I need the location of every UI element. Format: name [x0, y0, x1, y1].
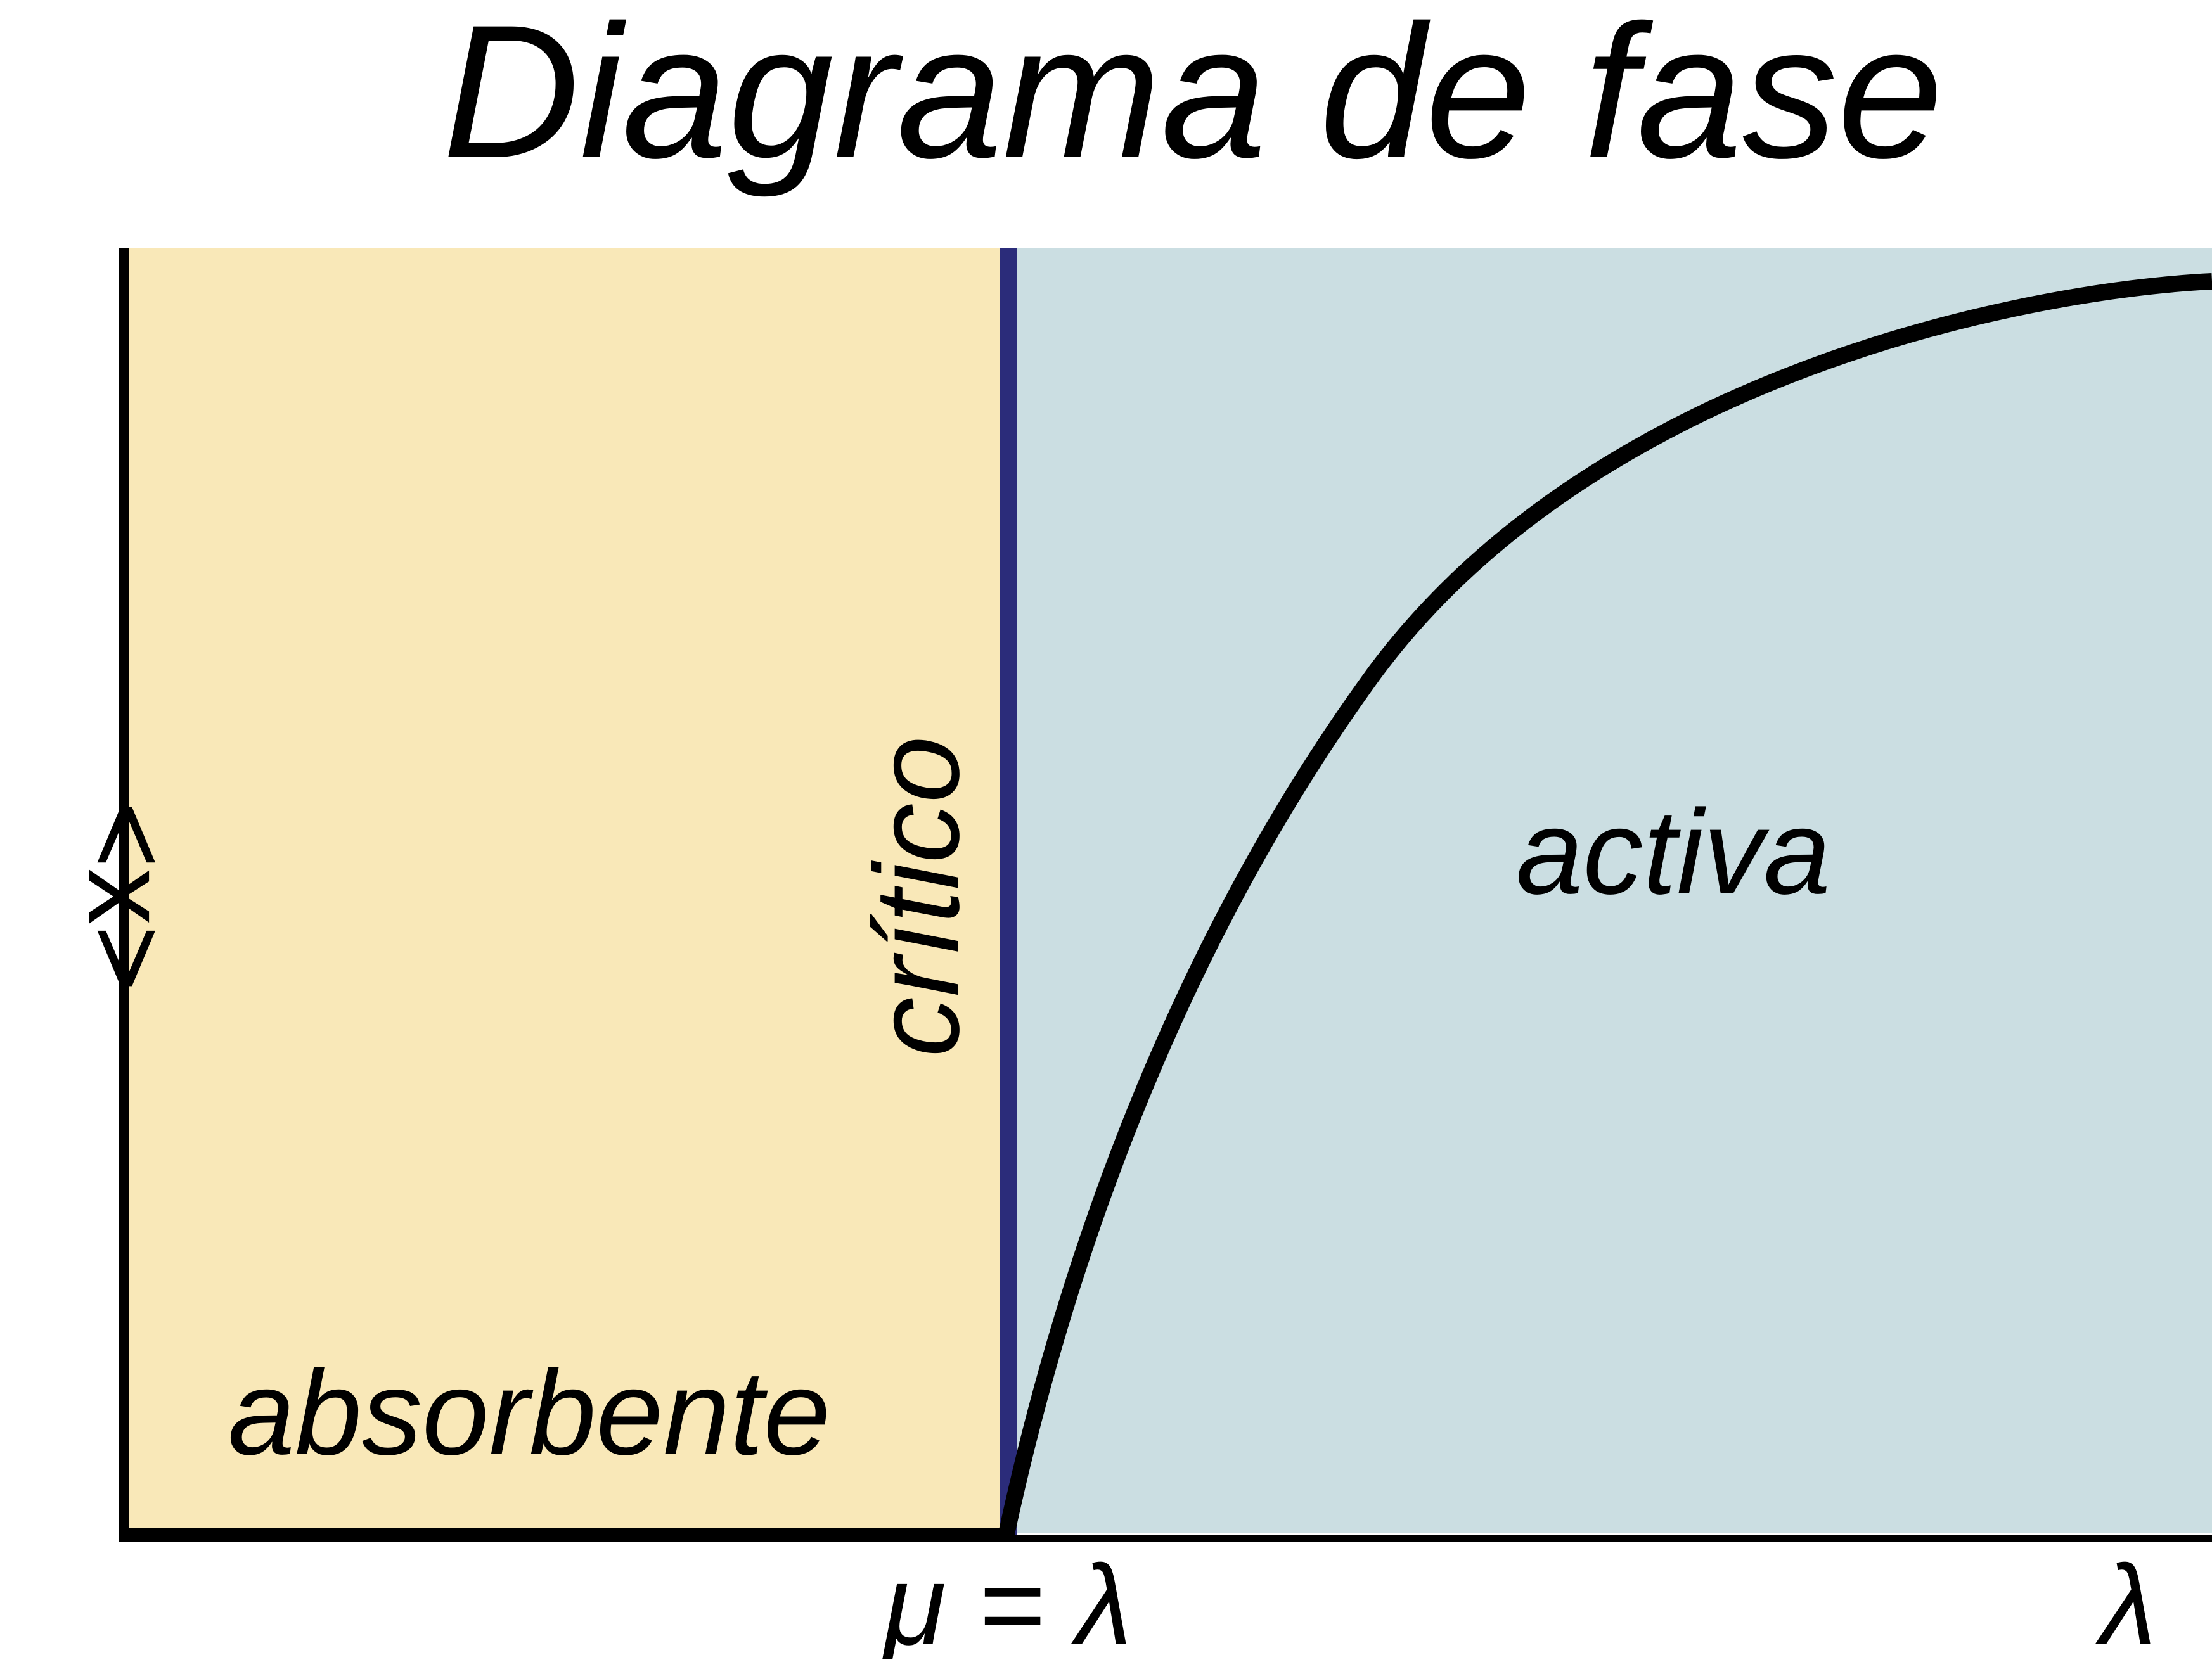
diagram-title: Diagrama de fase — [442, 0, 1943, 199]
absorbing-region — [124, 248, 1001, 1533]
x-axis-end-label: λ — [2095, 1542, 2157, 1659]
active-region-label: activa — [1516, 785, 1830, 919]
y-axis-label: <x> — [64, 802, 191, 992]
critical-line — [1000, 248, 1017, 1535]
critical-point-tick-label: μ = λ — [881, 1542, 1132, 1659]
absorbing-region-label: absorbente — [228, 1346, 831, 1480]
critical-region-label: crítico — [850, 736, 984, 1058]
order-parameter-curve — [998, 273, 2212, 1538]
